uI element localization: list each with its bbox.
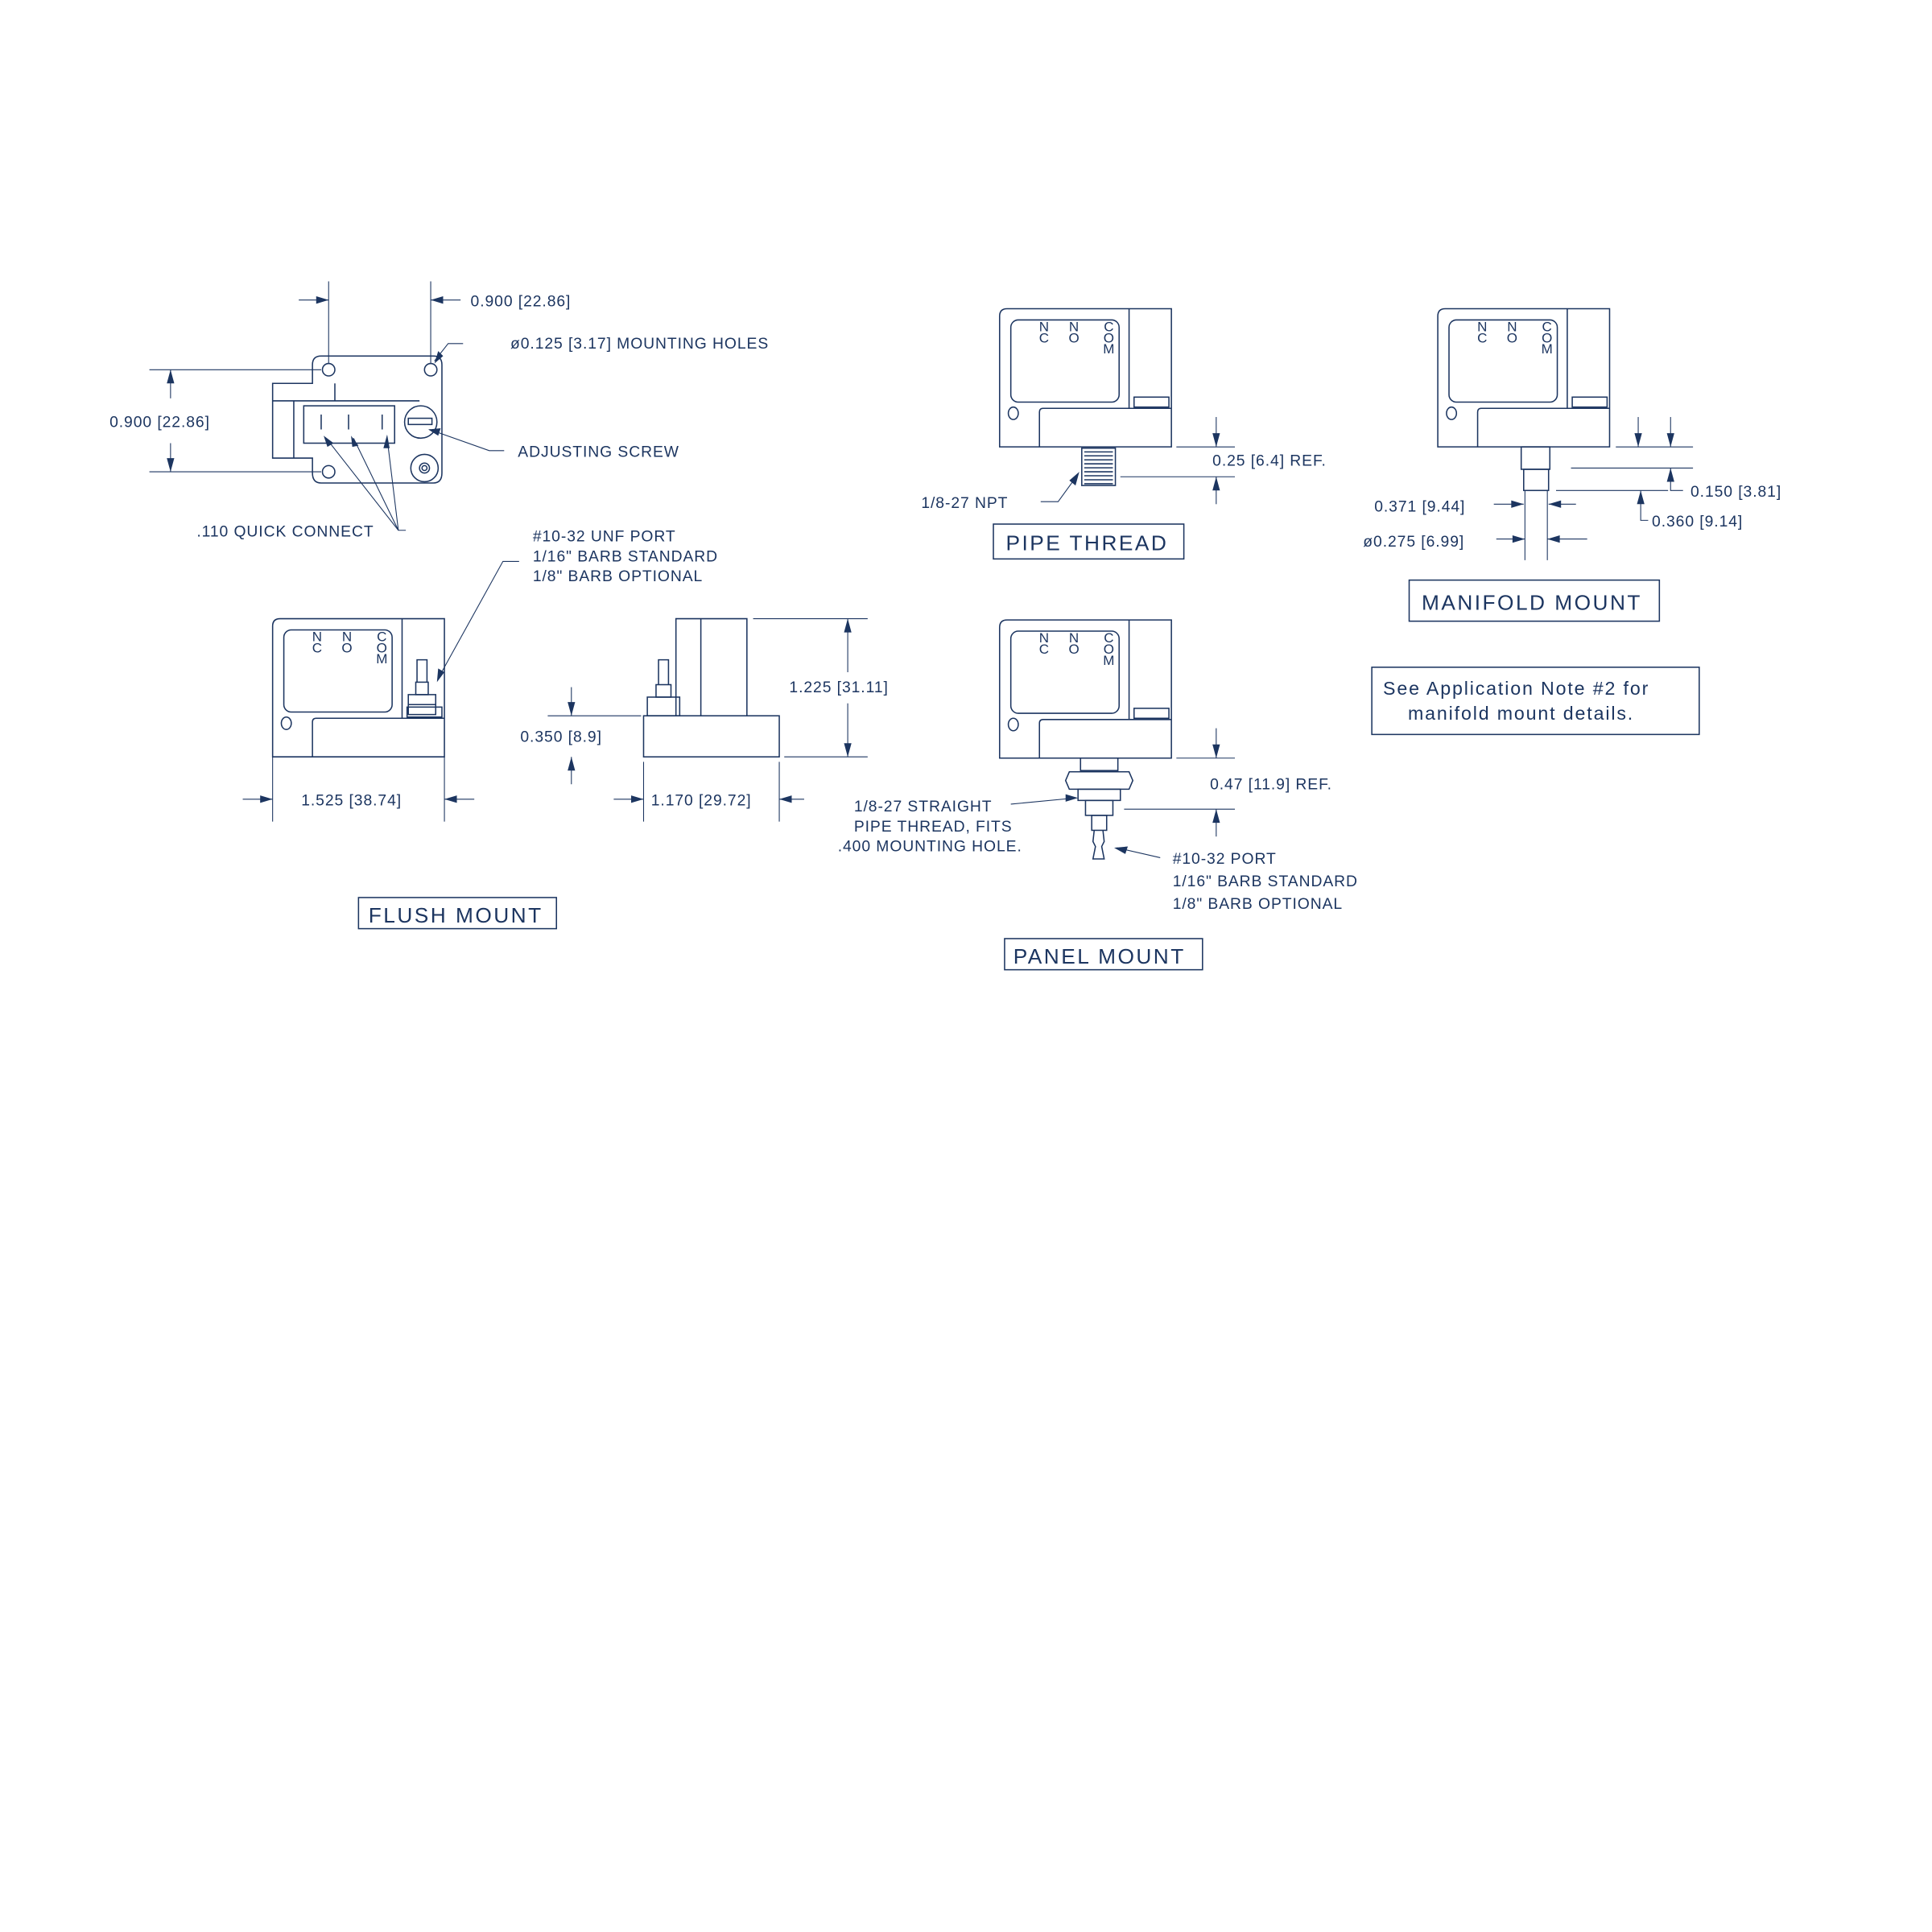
application-note-line-1: See Application Note #2 for — [1383, 678, 1649, 699]
mounting-hole — [1007, 406, 1019, 420]
terminal-label-nc: C — [312, 640, 323, 655]
terminal-label-no: N — [1069, 630, 1080, 646]
terminal-label-nc: N — [1477, 319, 1488, 334]
flush-top-view: 0.900 [22.86] ø0.125 [3.17] MOUNTING HOL… — [109, 281, 769, 683]
terminal-label-com: M — [376, 651, 388, 667]
terminal-label-com: M — [1542, 341, 1554, 357]
label-window — [1009, 630, 1120, 714]
terminal-label-com: C — [377, 629, 387, 644]
pipe-thread-view: 0.25 [6.4] REF. 1/8-27 NPT — [921, 417, 1327, 512]
flush-side-width-dim: 1.170 [29.72] — [651, 793, 752, 810]
terminal-label-com: O — [377, 640, 388, 655]
mounting-hole — [1007, 717, 1019, 732]
panel-port-line-3: 1/8" BARB OPTIONAL — [1173, 896, 1343, 913]
manifold-dim-275: ø0.275 [6.99] — [1363, 534, 1464, 551]
base-block — [312, 717, 445, 758]
flush-port-line-1: #10-32 UNF PORT — [533, 529, 676, 546]
manifold-title: MANIFOLD MOUNT — [1422, 591, 1642, 615]
manifold-dim-150: 0.150 [3.81] — [1690, 484, 1781, 501]
flush-side-view: 1.225 [31.11] 0.350 [8.9] 1.170 [29.72] — [520, 617, 888, 822]
panel-mount-view: 0.47 [11.9] REF. 1/8-27 STRAIGHT PIPE TH… — [838, 728, 1358, 913]
terminal-label-com: C — [1104, 319, 1114, 334]
terminal-label-com: C — [1542, 319, 1553, 334]
mounting-holes-label: ø0.125 [3.17] MOUNTING HOLES — [510, 336, 769, 353]
terminal-label-nc: N — [1039, 319, 1050, 334]
adjusting-screw-label: ADJUSTING SCREW — [518, 444, 679, 461]
terminal-label-no: N — [1069, 319, 1080, 334]
base-block — [1038, 407, 1172, 448]
flush-port-line-3: 1/8" BARB OPTIONAL — [533, 568, 703, 585]
terminal-label-nc: N — [312, 629, 323, 644]
application-note-box — [1371, 667, 1700, 736]
housing-outline — [1437, 308, 1611, 448]
label-window — [1009, 319, 1120, 403]
base-block — [1038, 719, 1172, 758]
panel-title: PANEL MOUNT — [1013, 944, 1186, 968]
panel-title-box — [1004, 938, 1203, 971]
manifold-dim-360: 0.360 [9.14] — [1652, 514, 1743, 530]
panel-port-line-1: #10-32 PORT — [1173, 851, 1277, 868]
flush-title: FLUSH MOUNT — [369, 903, 543, 927]
housing-outline — [271, 617, 445, 758]
terminal-label-com: M — [1103, 653, 1115, 668]
terminal-label-com: C — [1104, 630, 1114, 646]
manifold-dim-371: 0.371 [9.44] — [1374, 499, 1465, 516]
terminal-label-no: O — [1068, 330, 1080, 345]
pipe-title: PIPE THREAD — [1005, 531, 1168, 555]
terminal-label-com: O — [1542, 330, 1553, 345]
terminal-label-no: N — [342, 629, 353, 644]
quick-connect-label: .110 QUICK CONNECT — [196, 523, 374, 540]
terminal-label-no: O — [1068, 642, 1080, 657]
manifold-view: 0.150 [3.81] 0.360 [9.14] 0.371 [9.44] ø… — [1363, 417, 1781, 560]
flush-front-barb: 1.525 [38.74] — [242, 658, 475, 822]
terminal-label-com: M — [1103, 341, 1115, 357]
terminal-label-com: O — [1104, 330, 1115, 345]
housing-outline — [998, 308, 1172, 448]
terminal-label-no: O — [341, 640, 353, 655]
panel-thread-line-1: 1/8-27 STRAIGHT — [854, 799, 993, 815]
terminal-label-com: O — [1104, 642, 1115, 657]
flush-base-dim: 0.350 [8.9] — [520, 729, 601, 746]
base-block — [1476, 407, 1610, 448]
housing-outline — [998, 619, 1172, 759]
panel-port-line-2: 1/16" BARB STANDARD — [1173, 873, 1358, 890]
flush-port-line-2: 1/16" BARB STANDARD — [533, 548, 718, 565]
panel-thread-line-3: .400 MOUNTING HOLE. — [838, 839, 1022, 856]
panel-ref-dim: 0.47 [11.9] REF. — [1210, 776, 1332, 793]
panel-thread-line-2: PIPE THREAD, FITS — [854, 819, 1013, 836]
npt-label: 1/8-27 NPT — [921, 495, 1008, 512]
manifold-title-box — [1408, 579, 1661, 622]
flush-width-dim: 1.525 [38.74] — [301, 793, 402, 810]
terminal-label-nc: C — [1039, 330, 1050, 345]
terminal-label-nc: C — [1477, 330, 1488, 345]
pipe-ref-dim: 0.25 [6.4] REF. — [1212, 452, 1327, 469]
terminal-label-nc: N — [1039, 630, 1050, 646]
application-note-line-2: manifold mount details. — [1408, 703, 1634, 724]
flush-top-dim: 0.900 [22.86] — [471, 293, 572, 310]
label-window — [283, 629, 393, 713]
terminal-label-nc: C — [1039, 642, 1050, 657]
label-window — [1448, 319, 1558, 403]
terminal-label-no: O — [1507, 330, 1518, 345]
pipe-title-box — [993, 523, 1185, 560]
terminal-label-no: N — [1507, 319, 1517, 334]
flush-left-dim: 0.900 [22.86] — [109, 414, 210, 431]
flush-title-box — [357, 897, 558, 930]
flush-height-dim: 1.225 [31.11] — [789, 679, 888, 696]
mounting-hole — [1446, 406, 1458, 420]
mounting-hole — [280, 716, 292, 730]
